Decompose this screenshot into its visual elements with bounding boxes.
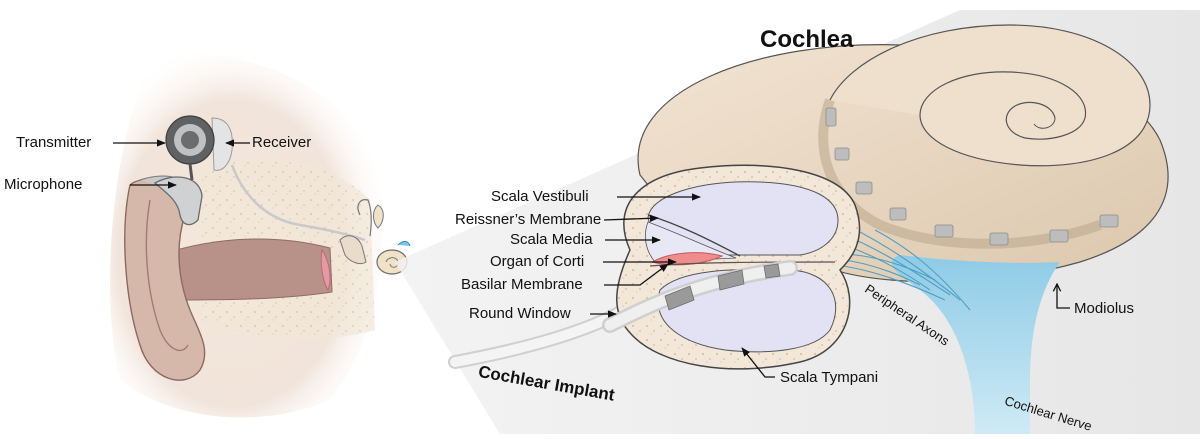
cochlea-title: Cochlea — [760, 26, 854, 53]
organ-of-corti-label: Organ of Corti — [490, 253, 585, 270]
round-window-label: Round Window — [469, 305, 571, 322]
scala-media-label: Scala Media — [510, 231, 593, 248]
microphone-processor — [153, 176, 203, 226]
scala-vestibuli-label: Scala Vestibuli — [491, 188, 589, 205]
eardrum — [320, 248, 331, 292]
peripheral-axons-fibers — [769, 229, 971, 311]
receiver-device — [211, 117, 233, 171]
scala-tympani-label: Scala Tympani — [780, 369, 879, 386]
scala-media-region — [644, 221, 737, 263]
ear-canal — [159, 238, 333, 301]
transmitter-device — [165, 115, 215, 181]
reissners-membrane-label: Reissner’s Membrane — [455, 211, 602, 228]
cochlea-cross-section — [602, 164, 861, 370]
basilar-membrane-label: Basilar Membrane — [461, 276, 583, 293]
receiver-label: Receiver — [252, 134, 312, 151]
leader-lines — [113, 139, 1070, 378]
transmitter-label: Transmitter — [16, 134, 92, 151]
modiolus-label: Modiolus — [1074, 300, 1135, 317]
microphone-label: Microphone — [4, 176, 83, 193]
cochlear-nerve-bundle — [891, 255, 1060, 434]
